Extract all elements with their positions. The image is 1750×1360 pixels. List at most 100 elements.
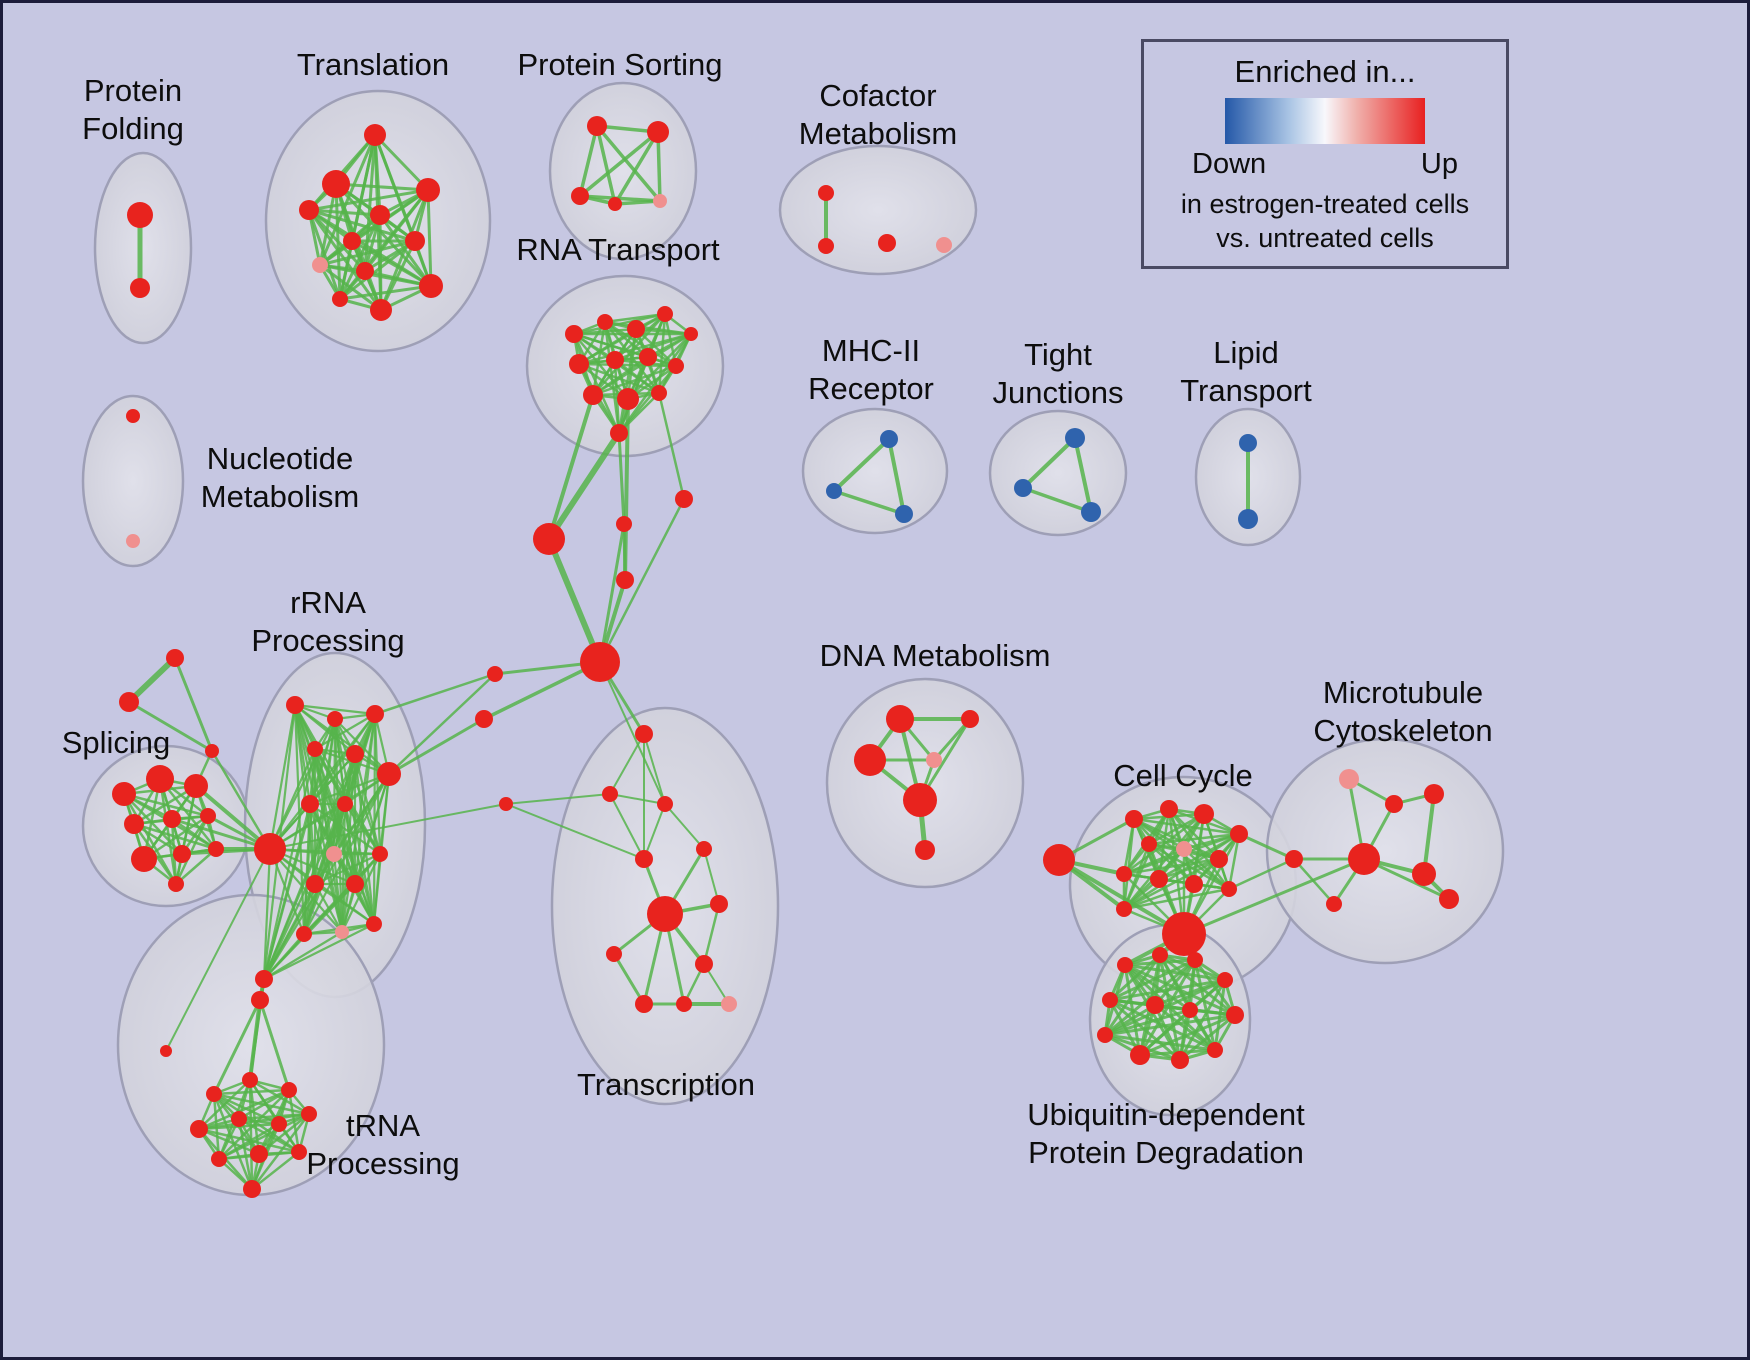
network-node-cc5 [1230, 825, 1248, 843]
network-node-cc2 [1125, 810, 1143, 828]
network-node-tp1 [251, 991, 269, 1009]
network-edge [197, 1078, 252, 1131]
cluster-label-nucleotide-metabolism: Nucleotide [207, 441, 353, 476]
network-node-rt11 [617, 388, 639, 410]
network-node-ub5 [1102, 992, 1118, 1008]
network-node-cc12 [1221, 881, 1237, 897]
network-node-tr3 [299, 200, 319, 220]
network-node-lt1 [1239, 434, 1257, 452]
network-node-cm3 [878, 234, 896, 252]
network-edge [237, 1117, 254, 1191]
cluster-label-rna-transport: RNA Transport [516, 232, 720, 267]
network-edge [703, 848, 720, 905]
network-edge [1122, 857, 1221, 876]
network-node-tr6 [343, 232, 361, 250]
network-edge [127, 700, 214, 753]
network-node-dm1 [886, 705, 914, 733]
network-node-ub9 [1171, 1051, 1189, 1069]
cluster-label-protein-folding: Protein [84, 73, 182, 108]
network-node-tx5 [635, 850, 653, 868]
network-edge [132, 784, 198, 826]
network-edge [170, 817, 272, 851]
network-edge [613, 130, 660, 206]
network-node-rr17 [255, 970, 273, 988]
network-node-tp8 [271, 1116, 287, 1132]
network-edge [1021, 436, 1077, 490]
network-node-cc9 [1116, 866, 1132, 882]
network-node-rt6 [569, 354, 589, 374]
cluster-label-tight-junctions: Tight [1024, 337, 1092, 372]
network-edge [1237, 832, 1296, 861]
network-node-sp7 [131, 846, 157, 872]
network-edge [426, 188, 433, 288]
network-node-pf1 [127, 202, 153, 228]
network-node-rt12 [651, 385, 667, 401]
network-edge [1103, 1033, 1217, 1052]
network-node-rr14 [335, 925, 349, 939]
network-node-rr4 [307, 741, 323, 757]
network-edge [237, 1117, 301, 1154]
network-node-cc6 [1141, 836, 1157, 852]
network-edge [657, 391, 686, 501]
network-edge [237, 1112, 311, 1121]
network-node-mc1 [1339, 769, 1359, 789]
network-node-dm4 [926, 752, 942, 768]
network-node-tp13 [243, 1180, 261, 1198]
cluster-label-tight-junctions: Junctions [993, 375, 1124, 410]
network-edge [268, 703, 297, 851]
network-edge [373, 672, 497, 716]
network-edge [482, 660, 602, 721]
network-node-rt10 [583, 385, 603, 405]
cluster-ellipse-protein-folding [93, 151, 193, 345]
network-edge [334, 182, 433, 288]
legend-box: Enriched in... Down Up in estrogen-treat… [1141, 39, 1509, 269]
network-node-hb3 [616, 516, 632, 532]
network-node-ub12 [1182, 1002, 1198, 1018]
network-edge [1108, 958, 1197, 1002]
network-edge [250, 1112, 311, 1191]
network-node-cc13 [1162, 912, 1206, 956]
network-node-tr10 [419, 274, 443, 298]
legend-caption: in estrogen-treated cells vs. untreated … [1181, 187, 1469, 255]
network-node-hb5 [616, 571, 634, 589]
network-edge [591, 364, 678, 397]
network-edge [546, 536, 603, 665]
cluster-label-protein-sorting: Protein Sorting [517, 47, 722, 82]
network-node-mh1 [880, 430, 898, 448]
network-node-rt1 [565, 325, 583, 343]
network-node-ex2 [166, 649, 184, 667]
network-edge [262, 882, 317, 981]
network-node-sp9 [208, 841, 224, 857]
network-node-dm3 [854, 744, 886, 776]
network-edge [1153, 958, 1197, 1007]
network-node-tp4 [242, 1072, 258, 1088]
network-edge [617, 431, 626, 526]
cluster-ellipse-mhc-ii-receptor [801, 407, 949, 535]
network-edge [302, 802, 312, 936]
network-node-tj3 [1081, 502, 1101, 522]
network-edge [613, 358, 661, 395]
network-edge [1153, 1003, 1217, 1052]
network-edge [126, 655, 178, 705]
cluster-label-trna-processing: Processing [306, 1146, 459, 1181]
network-node-rr7 [254, 833, 286, 865]
network-node-sp5 [163, 810, 181, 828]
network-edge [622, 522, 627, 582]
network-node-tr8 [312, 257, 328, 273]
network-edge [173, 656, 214, 753]
cluster-label-cell-cycle: Cell Cycle [1113, 758, 1253, 793]
network-edge [307, 208, 367, 273]
network-node-rr2 [327, 711, 343, 727]
network-edge [250, 1150, 301, 1191]
network-edge [1147, 832, 1241, 846]
network-edge [603, 312, 667, 324]
network-edge [307, 208, 417, 243]
network-edge [165, 848, 271, 1052]
network-edge [258, 998, 291, 1092]
network-node-tp3 [206, 1086, 222, 1102]
network-edge [547, 393, 595, 541]
cluster-label-trna-processing: tRNA [346, 1108, 420, 1143]
network-node-hb8 [499, 797, 513, 811]
network-node-cc1 [1043, 844, 1075, 876]
